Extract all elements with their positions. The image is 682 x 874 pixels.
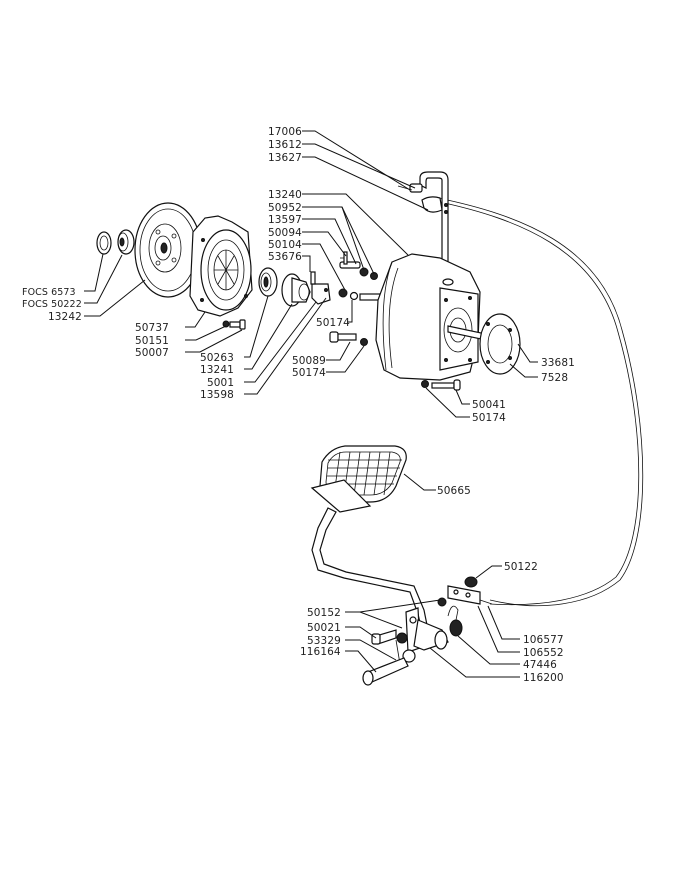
label-13627: 13627 — [268, 152, 302, 164]
bell-housing-13240 — [375, 253, 481, 381]
label-50174-upper: 50174 — [316, 317, 350, 329]
bearing-50263 — [258, 267, 278, 297]
label-50151: 50151 — [135, 335, 169, 347]
nut-50104 — [338, 288, 359, 301]
label-50094: 50094 — [268, 227, 302, 239]
nuts-50952 — [359, 267, 378, 280]
label-50952: 50952 — [268, 202, 302, 214]
label-13241: 13241 — [200, 364, 234, 376]
part-labels: 17006 13612 13627 13240 50952 13597 5009… — [22, 126, 575, 684]
bolt-50089 — [329, 331, 368, 346]
label-5001: 5001 — [207, 377, 234, 389]
label-7528: 7528 — [541, 372, 568, 384]
cable-end-106577 — [479, 599, 493, 605]
release-bearing-13241 — [281, 273, 311, 307]
label-50104: 50104 — [268, 239, 302, 251]
label-50089: 50089 — [292, 355, 326, 367]
label-106577: 106577 — [523, 634, 564, 646]
label-116164: 116164 — [300, 646, 341, 658]
bolt-50007 — [222, 319, 246, 330]
bolt-13597 — [339, 251, 361, 269]
label-50122: 50122 — [504, 561, 538, 573]
label-50665: 50665 — [437, 485, 471, 497]
label-13612: 13612 — [268, 139, 302, 151]
cable-clamp-106552 — [437, 585, 481, 607]
label-50737: 50737 — [135, 322, 169, 334]
pedal-arm — [310, 479, 431, 641]
label-50263: 50263 — [200, 352, 234, 364]
label-53676: 53676 — [268, 251, 302, 263]
leader-lines — [84, 130, 538, 678]
nut-50122 — [464, 576, 478, 588]
gasket-7528 — [479, 313, 521, 375]
label-focs-50222: FOCS 50222 — [22, 299, 82, 310]
label-13598: 13598 — [200, 389, 234, 401]
bearing-50222 — [117, 229, 135, 255]
label-13597: 13597 — [268, 214, 302, 226]
label-17006: 17006 — [268, 126, 302, 138]
label-50007: 50007 — [135, 347, 169, 359]
label-13240: 13240 — [268, 189, 302, 201]
clutch-cable — [437, 197, 644, 607]
label-50174-middle: 50174 — [292, 367, 326, 379]
pedal-pivot-assembly — [362, 607, 449, 686]
label-106552: 106552 — [523, 647, 564, 659]
label-50152: 50152 — [307, 607, 341, 619]
label-50174-lower: 50174 — [472, 412, 506, 424]
cable-bracket-rod — [397, 171, 449, 269]
label-13242: 13242 — [48, 311, 82, 323]
clutch-pressure-plate — [189, 215, 253, 317]
label-focs-6573: FOCS 6573 — [22, 287, 76, 298]
bolt-50041 — [421, 379, 461, 391]
label-50021: 50021 — [307, 622, 341, 634]
label-116200: 116200 — [523, 672, 564, 684]
label-53329: 53329 — [307, 635, 341, 647]
label-33681: 33681 — [541, 357, 575, 369]
label-47446: 47446 — [523, 659, 557, 671]
spring-47446 — [447, 605, 463, 637]
release-fork-5001 — [310, 271, 331, 305]
stud-50094 — [359, 293, 381, 301]
label-50041: 50041 — [472, 399, 506, 411]
seal-ring-6573 — [96, 231, 112, 255]
